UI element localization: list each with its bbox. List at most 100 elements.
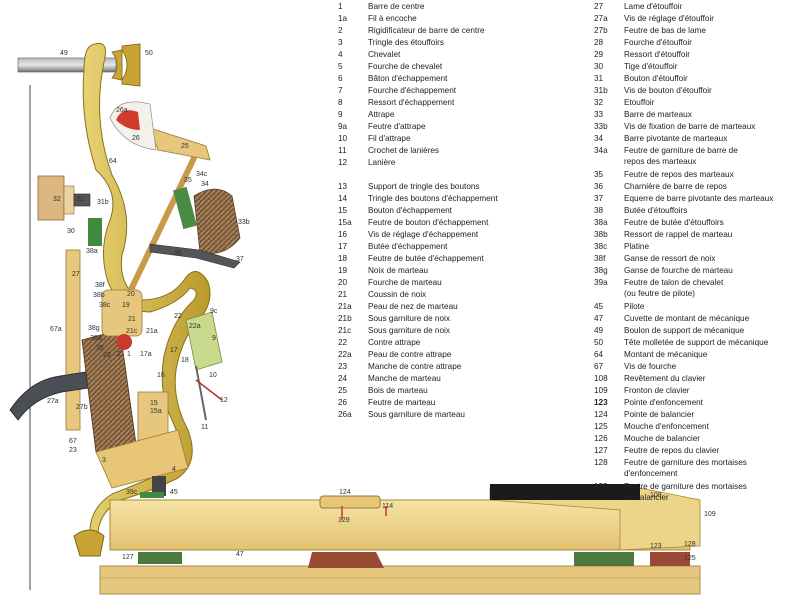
- legend-number: 129: [594, 482, 608, 491]
- legend-label: Ressort d'échappement: [368, 98, 455, 107]
- hammer-shank: [123, 155, 197, 303]
- legend-number: 27b: [594, 26, 608, 35]
- callout-38b: 38b: [93, 292, 105, 299]
- callout-38c: 38c: [99, 302, 111, 309]
- legend-label: Barre de marteaux: [624, 110, 692, 119]
- legend-number: 22: [338, 338, 348, 347]
- legend-label-continued: d'enfoncement: [624, 469, 678, 478]
- legend-item: 49 Boulon de support de mécanique: [594, 326, 800, 338]
- callout-32: 32: [53, 196, 61, 203]
- callout-64: 64: [109, 158, 117, 165]
- legend-label: Sous garniture de noix: [368, 326, 450, 335]
- legend-label: Boulon de support de mécanique: [624, 326, 745, 335]
- legend-label: Vis de bouton d'étouffoir: [624, 86, 712, 95]
- legend-label: Feutre de garniture des mortaises: [624, 458, 747, 467]
- callout-34: 34: [201, 181, 209, 188]
- legend-number: 109: [594, 386, 608, 395]
- legend-number: 20: [338, 278, 348, 287]
- legend-label: Feutre de garniture de barre de: [624, 146, 738, 155]
- legend-label: Barre de centre: [368, 2, 425, 11]
- legend-label: Bâton d'échappement: [368, 74, 448, 83]
- legend-label: Manche de marteau: [368, 374, 441, 383]
- legend-label: Feutre de butée d'échappement: [368, 254, 484, 263]
- legend-label: Feutre de bouton d'échappement: [368, 218, 489, 227]
- legend-number: 18: [338, 254, 348, 263]
- legend-number: 37: [594, 194, 604, 203]
- legend-number: 26: [338, 398, 348, 407]
- legend-number: 26a: [338, 410, 352, 419]
- catcher-wire: [195, 365, 207, 421]
- legend-number: 9: [338, 110, 343, 119]
- legend-label: Fourche d'étouffoir: [624, 38, 692, 47]
- legend-label: Feutre de garniture des mortaises: [624, 482, 747, 491]
- legend-number: 15a: [338, 218, 352, 227]
- legend-label: Coussin de noix: [368, 290, 427, 299]
- pilot-felt: [140, 492, 164, 498]
- callout-39c: 39c: [126, 489, 138, 496]
- legend-label: Rigidificateur de barre de centre: [368, 26, 485, 35]
- key-front: [489, 487, 701, 551]
- legend-number: 15: [338, 206, 348, 215]
- legend-label: Attrape: [368, 110, 395, 119]
- callout-2: 2: [117, 351, 121, 358]
- legend-number: 49: [594, 326, 604, 335]
- legend-label: Fil à encoche: [368, 14, 417, 23]
- callout-25: 25: [181, 143, 189, 150]
- legend-number: 124: [594, 410, 608, 419]
- callout-38g: 38g: [88, 325, 100, 332]
- legend-number: 9a: [338, 122, 348, 131]
- callout-22: 22: [174, 313, 182, 320]
- hammer-rest-felt: [173, 186, 197, 230]
- callout-22a: 22a: [189, 323, 201, 330]
- legend-number: 33: [594, 110, 604, 119]
- legend-label: Tringle des étouffoirs: [368, 38, 445, 47]
- legend-number: 1: [338, 2, 343, 11]
- bridle-wire: [195, 379, 223, 401]
- legend-number: 32: [594, 98, 604, 107]
- legend-label: Cuvette de montant de mécanique: [624, 314, 750, 323]
- capstan: [152, 476, 166, 496]
- callout-35: 35: [184, 177, 192, 184]
- callout-23: 23: [69, 447, 77, 454]
- legend-number: 12: [338, 158, 348, 167]
- legend-item: 38a Feutre de butée d'étouffoirs: [594, 218, 800, 230]
- legend-label: Feutre de butée d'étouffoirs: [624, 218, 724, 227]
- legend-label: Bouton d'étouffoir: [624, 74, 688, 83]
- legend-number: 38a: [594, 218, 608, 227]
- legend-number: 3: [338, 38, 343, 47]
- wippen-body: [95, 429, 189, 489]
- callout-31: 31: [76, 196, 84, 203]
- legend-number: 64: [594, 350, 604, 359]
- callout-21a: 21a: [146, 328, 158, 335]
- legend-label: Charnière de barre de repos: [624, 182, 727, 191]
- callout-125: 125: [684, 555, 696, 562]
- callout-11: 11: [201, 424, 208, 431]
- legend-label: Manche de contre attrape: [368, 362, 462, 371]
- callout-17a: 17a: [140, 351, 152, 358]
- legend-label: Bouton d'échappement: [368, 206, 452, 215]
- legend-label: Peau de nez de marteau: [368, 302, 458, 311]
- legend-number: 31b: [594, 86, 608, 95]
- legend-label: Platine: [624, 242, 650, 251]
- legend-number: 45: [594, 302, 604, 311]
- legend-label-continued: repos des marteaux: [624, 157, 697, 166]
- legend-label: Feutre de bas de lame: [624, 26, 706, 35]
- callout-9: 9: [212, 335, 216, 342]
- legend-label: Feutre de repos des marteaux: [624, 170, 734, 179]
